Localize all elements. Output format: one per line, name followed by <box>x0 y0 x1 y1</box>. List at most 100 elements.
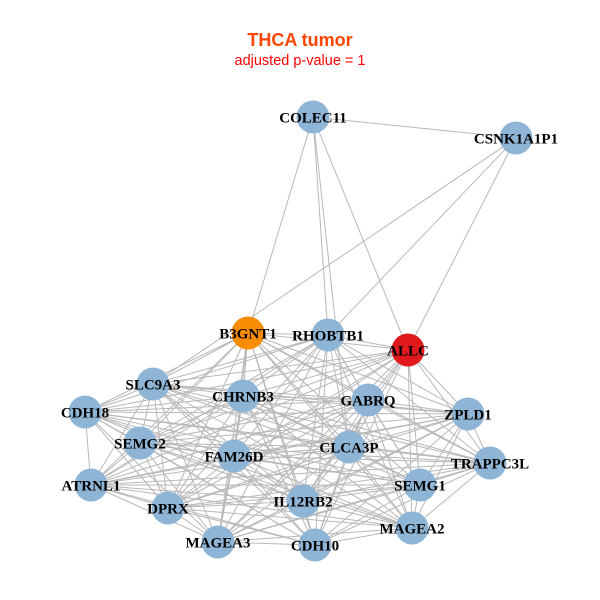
network-edge <box>411 413 469 529</box>
network-edge <box>90 462 491 486</box>
network-node-ZPLD1 <box>451 397 485 431</box>
network-node-CSNK1A1P1 <box>499 121 533 155</box>
network-edge <box>90 484 304 502</box>
network-node-GABRQ <box>351 383 385 417</box>
network-edge <box>167 507 316 546</box>
network-edge <box>242 349 409 397</box>
network-node-B3GNT1 <box>231 316 265 350</box>
network-edge <box>312 116 517 139</box>
network-edge <box>84 395 244 413</box>
network-edge <box>90 446 350 486</box>
network-node-DPRX <box>151 491 185 525</box>
network-edge <box>90 484 413 529</box>
network-edge <box>407 137 517 351</box>
network-edge <box>84 334 329 413</box>
network-edge <box>367 399 413 529</box>
network-edge <box>348 446 491 464</box>
node-label-CDH10: CDH10 <box>291 538 339 554</box>
network-edge <box>152 334 329 385</box>
network-edge <box>139 442 219 543</box>
network-edge <box>139 442 304 502</box>
node-label-SEMG1: SEMG1 <box>394 478 446 494</box>
network-edge <box>152 383 235 457</box>
node-label-ATRNL1: ATRNL1 <box>62 478 121 494</box>
network-edge <box>348 446 413 529</box>
node-label-RHOBTB1: RHOBTB1 <box>292 328 364 344</box>
node-label-IL12RB2: IL12RB2 <box>273 494 332 510</box>
network-edge <box>314 484 421 546</box>
network-node-COLEC11 <box>296 100 330 134</box>
network-edge <box>167 500 304 509</box>
network-node-SEMG1 <box>403 468 437 502</box>
network-edge <box>242 395 421 486</box>
network-edge <box>84 411 235 457</box>
network-edge <box>312 116 409 351</box>
network-node-TRAPPC3L <box>473 446 507 480</box>
node-label-DPRX: DPRX <box>147 501 189 517</box>
node-label-ALLC: ALLC <box>387 343 429 359</box>
edges-layer <box>84 116 517 546</box>
node-label-COLEC11: COLEC11 <box>279 110 347 126</box>
network-edge <box>302 349 409 502</box>
network-edge <box>84 411 491 464</box>
node-label-CDH18: CDH18 <box>61 405 109 421</box>
network-node-SEMG2 <box>123 426 157 460</box>
network-node-MAGEA2 <box>395 511 429 545</box>
network-edge <box>407 349 421 486</box>
network-edge <box>247 332 421 486</box>
network-edge <box>152 383 413 529</box>
network-node-CDH10 <box>298 528 332 562</box>
network-edge <box>84 399 369 413</box>
network-node-ALLC <box>391 333 425 367</box>
network-node-MAGEA3 <box>201 525 235 559</box>
network-edge <box>367 399 469 415</box>
network-edge <box>327 137 517 336</box>
network-edge <box>167 413 469 509</box>
network-edge <box>84 411 169 509</box>
network-edge <box>302 462 491 502</box>
network-edge <box>302 500 413 529</box>
network-edge <box>233 446 350 457</box>
network-edge <box>302 484 421 502</box>
network-edge <box>139 442 491 464</box>
network-node-CHRNB3 <box>226 379 260 413</box>
network-edge <box>139 399 369 444</box>
network-edge <box>314 462 491 546</box>
network-edge <box>233 455 413 529</box>
network-edge <box>152 137 517 385</box>
node-label-B3GNT1: B3GNT1 <box>219 326 277 342</box>
network-edge <box>84 411 421 486</box>
network-edge <box>139 395 244 444</box>
network-edge <box>217 413 469 543</box>
node-label-SEMG2: SEMG2 <box>114 436 166 452</box>
node-label-CLCA3P: CLCA3P <box>319 440 378 456</box>
network-edge <box>242 334 329 397</box>
network-edge <box>233 455 491 464</box>
node-label-CHRNB3: CHRNB3 <box>212 389 274 405</box>
plot-title: THCA tumor <box>247 30 353 50</box>
network-edge <box>90 349 409 486</box>
node-label-CSNK1A1P1: CSNK1A1P1 <box>474 131 558 147</box>
network-edge <box>90 455 235 486</box>
network-node-CLCA3P <box>332 430 366 464</box>
network-edge <box>247 332 469 415</box>
node-label-TRAPPC3L: TRAPPC3L <box>451 456 529 472</box>
network-edge <box>167 332 249 509</box>
network-node-ATRNL1 <box>74 468 108 502</box>
nodes-layer <box>68 100 533 562</box>
network-edge <box>167 349 409 509</box>
network-edge <box>152 383 469 415</box>
network-edge <box>247 116 314 334</box>
network-edge <box>242 395 369 401</box>
network-edge <box>90 484 316 546</box>
node-label-GABRQ: GABRQ <box>340 393 395 409</box>
network-edge <box>312 116 350 448</box>
network-edge <box>90 383 154 486</box>
network-edge <box>152 349 409 385</box>
network-edge <box>139 413 469 444</box>
network-edge <box>217 399 369 543</box>
network-edge <box>327 334 350 448</box>
network-edge <box>233 455 421 486</box>
